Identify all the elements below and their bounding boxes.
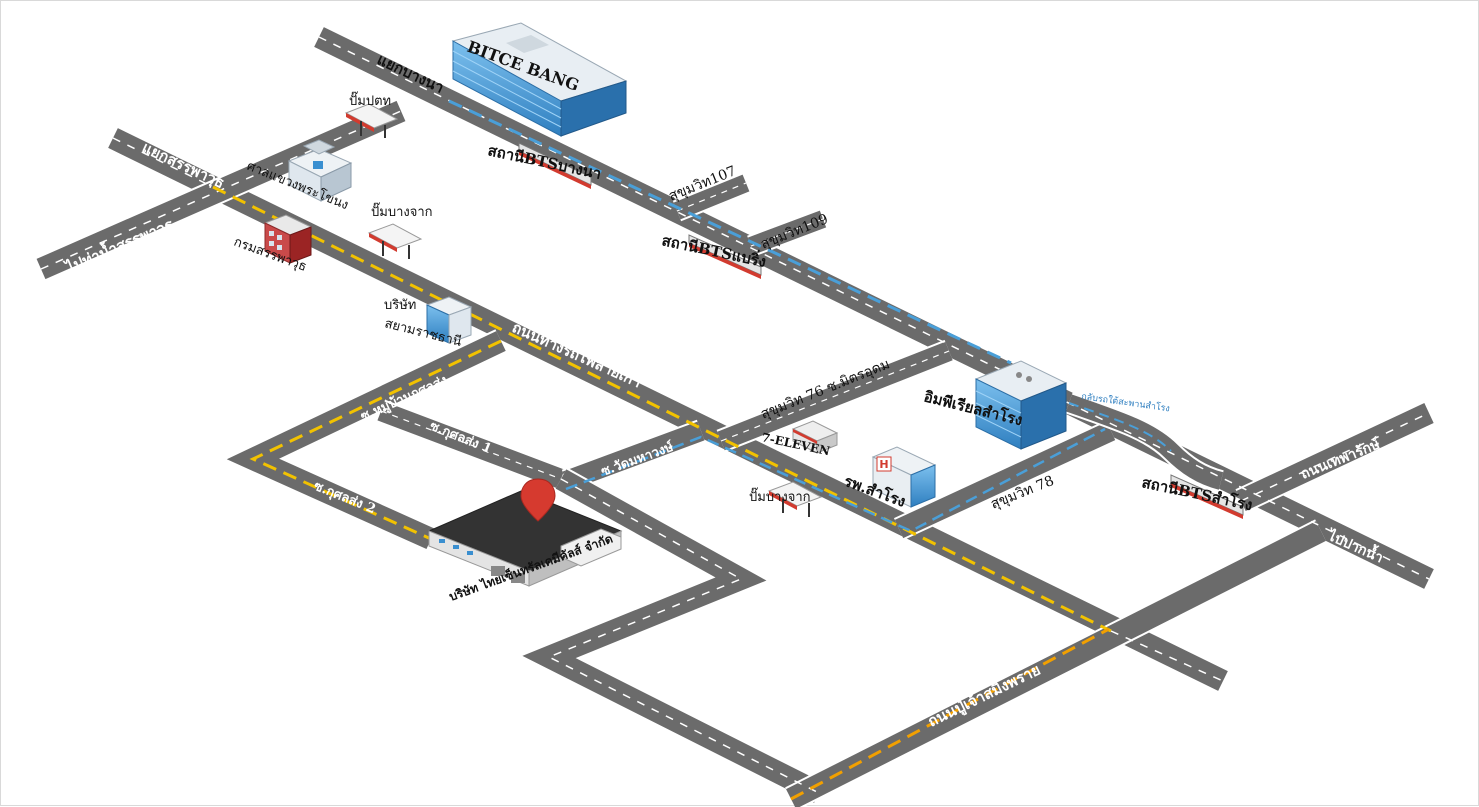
- label-bangchak-2: ปั๊มบางจาก: [749, 487, 811, 505]
- hospital-icon: H: [871, 446, 937, 508]
- gas-station-icon: [367, 223, 423, 259]
- warehouse-icon: [427, 490, 623, 587]
- imperial-samrong-building-icon: [974, 360, 1068, 450]
- store-icon: [791, 420, 839, 454]
- lane-markings: [40, 36, 1430, 801]
- road-sukhumvit-78: [893, 420, 1117, 540]
- label-ptt: ปั๊มปตท: [349, 91, 391, 109]
- map-pin-icon[interactable]: [520, 478, 556, 522]
- ordnance-building-icon: [263, 214, 313, 264]
- road-wat-mahawong: [561, 419, 706, 493]
- siam-company-building-icon: [425, 296, 473, 344]
- hospital-letter: H: [879, 458, 888, 471]
- label-bangchak-1: ปั๊มบางจาก: [371, 202, 433, 220]
- bts-train-icon: [518, 142, 592, 189]
- bts-train-icon: [688, 234, 762, 279]
- label-pu-chao: ถนนปู่เจ้าสมิงพราย: [925, 661, 1044, 732]
- court-building-icon: [287, 139, 353, 202]
- gas-station-icon: [344, 103, 399, 138]
- gas-station-icon: [767, 481, 823, 517]
- road-network: [35, 25, 1435, 807]
- bts-train-icon: [1170, 474, 1244, 519]
- road-pu-chao: [785, 519, 1327, 807]
- label-siam-line1: บริษัท: [384, 298, 416, 313]
- bitec-building-icon: [451, 22, 628, 137]
